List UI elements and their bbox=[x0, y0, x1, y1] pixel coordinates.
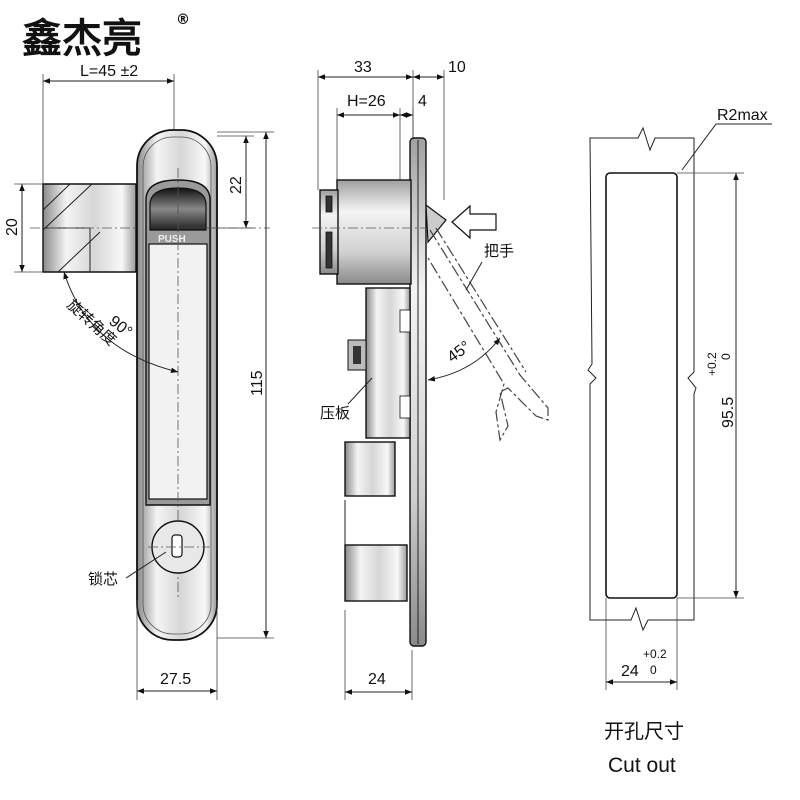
cutout-height-label: 95.5 bbox=[720, 397, 737, 428]
cutout-height-tol-lower: 0 bbox=[719, 353, 733, 360]
registered-mark: ® bbox=[176, 12, 190, 28]
brand-logo: 鑫杰亮 bbox=[22, 16, 142, 62]
cutout-opening bbox=[605, 172, 678, 599]
dim-width-label: 27.5 bbox=[160, 671, 191, 688]
lock-barrel bbox=[344, 544, 408, 602]
cutout-width-tol-upper: +0.2 bbox=[643, 647, 667, 661]
dim-10-label: 10 bbox=[448, 59, 466, 76]
dim-h-label: H=26 bbox=[347, 93, 386, 110]
cutout-width-label: 24 bbox=[621, 663, 639, 680]
dim-length-label: L=45 ±2 bbox=[80, 63, 138, 80]
pressure-plate-label: 压板 bbox=[320, 404, 350, 422]
dim-4-label: 4 bbox=[418, 93, 427, 110]
front-view: L=45 ±2 20 PUSH 90° 旋转角度 锁芯 bbox=[4, 63, 274, 700]
angle-45-label: 45° bbox=[444, 338, 474, 366]
push-arrow-icon bbox=[451, 204, 497, 240]
cutout-caption-en: Cut out bbox=[608, 754, 676, 777]
dim-22-label: 22 bbox=[228, 176, 245, 194]
push-text: PUSH bbox=[158, 234, 186, 245]
lock-core-label: 锁芯 bbox=[88, 570, 118, 588]
dim-115-label: 115 bbox=[249, 370, 266, 396]
side-view: 33 10 H=26 4 bbox=[312, 59, 549, 700]
radius-label: R2max bbox=[717, 107, 768, 124]
dim-24-label: 24 bbox=[368, 671, 386, 688]
handle-label: 把手 bbox=[484, 242, 514, 260]
dim-33-label: 33 bbox=[354, 59, 372, 76]
cutout-caption-cn: 开孔尺寸 bbox=[604, 719, 684, 743]
cutout-height-tol-upper: +0.2 bbox=[705, 352, 719, 376]
cutout-width-tol-lower: 0 bbox=[650, 663, 657, 677]
cutout-view: R2max 95.5 +0.2 0 24 +0.2 0 开孔尺寸 Cut out bbox=[587, 107, 772, 777]
dim-20-label: 20 bbox=[4, 218, 21, 236]
handle-closed[interactable] bbox=[425, 203, 447, 244]
